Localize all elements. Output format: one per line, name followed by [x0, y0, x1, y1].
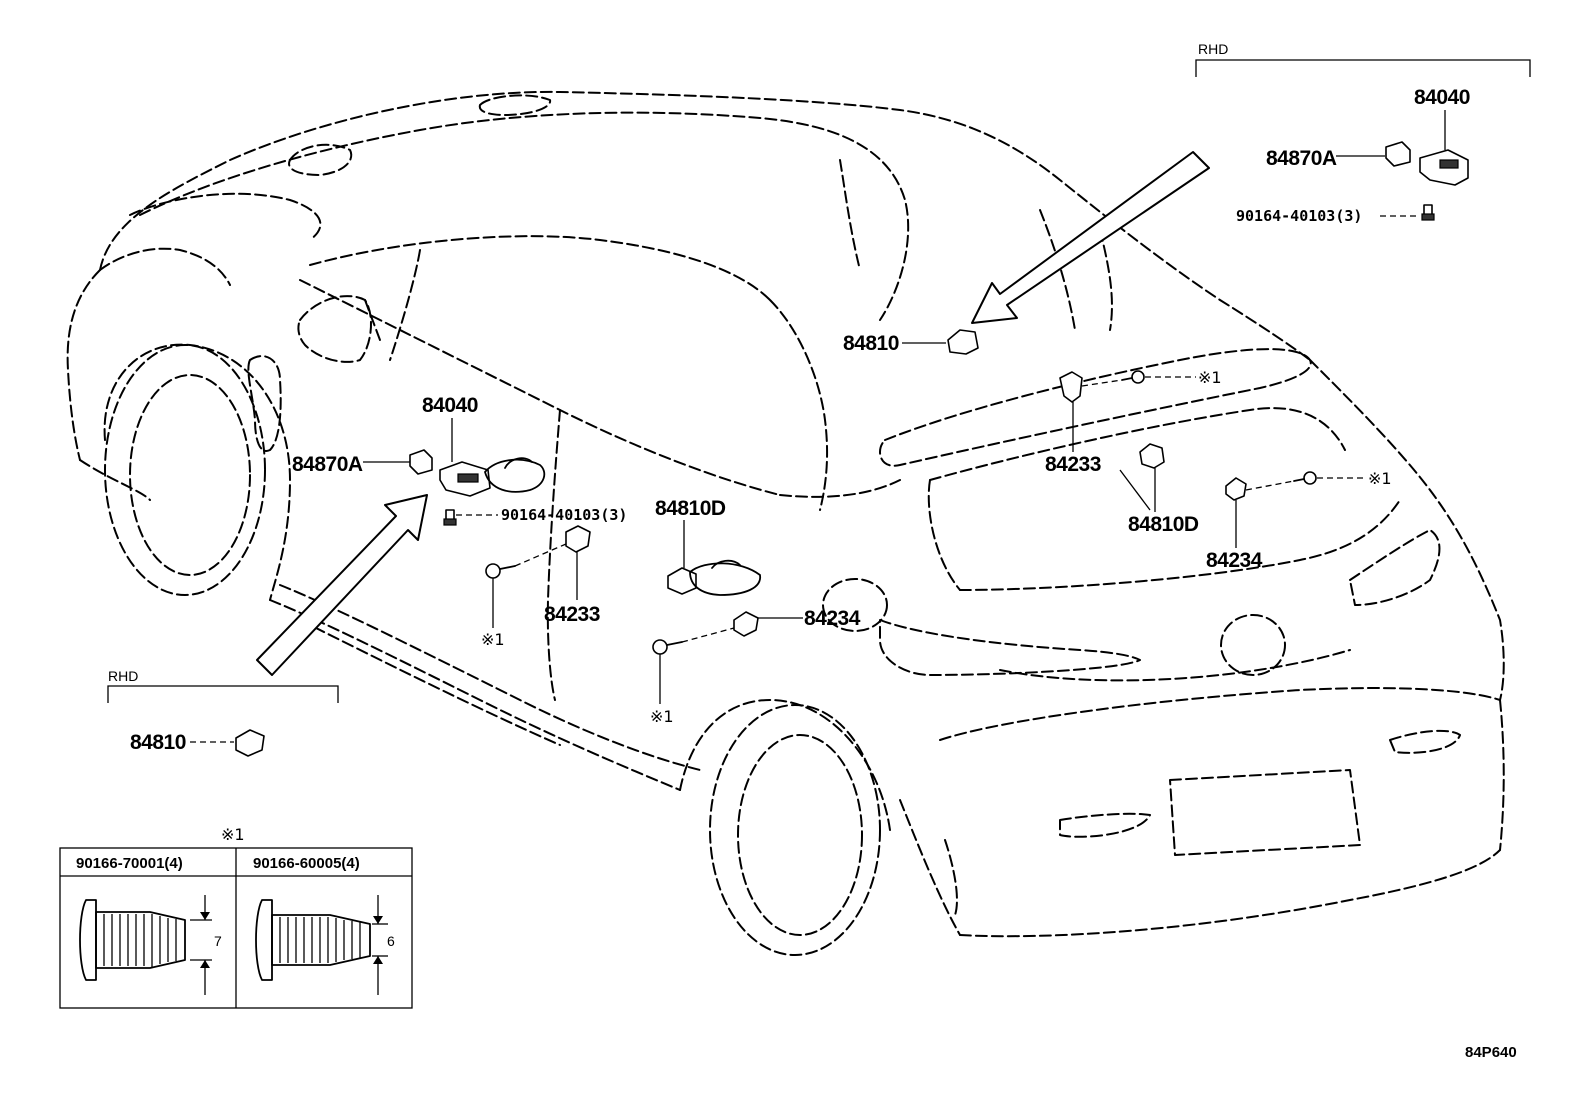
label-84040-top: 84040 [1414, 86, 1470, 109]
switch-84233-left [565, 525, 591, 553]
label-84234-left: 84234 [804, 607, 861, 630]
diagram-ref-code: 84P640 [1465, 1044, 1517, 1061]
assembly-arrow-front [256, 494, 428, 676]
rhd-bracket-bottom: RHD [107, 668, 339, 703]
fastener-inset: ※1 90166-70001(4) 90166-60005(4) 7 [59, 825, 413, 1009]
inset-col2-dim: 6 [387, 933, 395, 949]
bolt-left-a [485, 563, 516, 579]
mark1-left-a: ※1 [481, 630, 505, 649]
bolt-90166-60005-drawing: 6 [255, 895, 395, 995]
inset-col2-header: 90166-60005(4) [253, 855, 360, 872]
door-handle-front [484, 457, 546, 493]
switch-84234-right [1225, 477, 1247, 501]
label-84810-rhd: 84810 [130, 731, 186, 754]
bolt-left-b [652, 639, 683, 655]
label-84233-right: 84233 [1045, 453, 1101, 476]
inset-mark: ※1 [221, 825, 245, 844]
label-90164-left: 90164-40103(3) [501, 506, 627, 524]
label-84870A-left: 84870A [292, 453, 363, 476]
label-84810D-left: 84810D [655, 497, 726, 520]
mark1-left-b: ※1 [650, 707, 674, 726]
switch-assembly-left [409, 449, 491, 497]
switch-84810-rhd [235, 729, 265, 757]
label-84233-left: 84233 [544, 603, 600, 626]
label-84040-left: 84040 [422, 394, 478, 417]
bolt-left-90164 [443, 509, 457, 526]
rhd-label-bottom: RHD [108, 668, 138, 684]
assembly-arrow-rear [971, 151, 1210, 324]
switch-84234-left [733, 611, 759, 637]
bolt-right-b [1293, 471, 1317, 485]
bolt-top-right [1421, 204, 1435, 221]
switch-84233-right [1059, 371, 1083, 403]
label-84810-upper: 84810 [843, 332, 899, 355]
label-90164-top: 90164-40103(3) [1236, 207, 1362, 225]
label-84810D-right: 84810D [1128, 513, 1199, 536]
mark1-right-a: ※1 [1198, 368, 1222, 387]
inset-col1-header: 90166-70001(4) [76, 855, 183, 872]
switch-assembly-top [1385, 141, 1469, 186]
label-84870A-top: 84870A [1266, 147, 1337, 170]
bolt-right-a [1121, 370, 1145, 384]
switch-84810D-right [1139, 443, 1165, 469]
rhd-label-top: RHD [1198, 41, 1228, 57]
label-84234-right: 84234 [1206, 549, 1263, 572]
door-handle-rear [689, 559, 761, 596]
bolt-90166-70001-drawing: 7 [79, 895, 222, 995]
switch-84810-upper [947, 329, 979, 355]
inset-col1-dim: 7 [214, 933, 222, 949]
mark1-right-b: ※1 [1368, 469, 1392, 488]
switch-84810D-left [667, 567, 697, 595]
rhd-bracket-top: RHD [1195, 41, 1531, 77]
